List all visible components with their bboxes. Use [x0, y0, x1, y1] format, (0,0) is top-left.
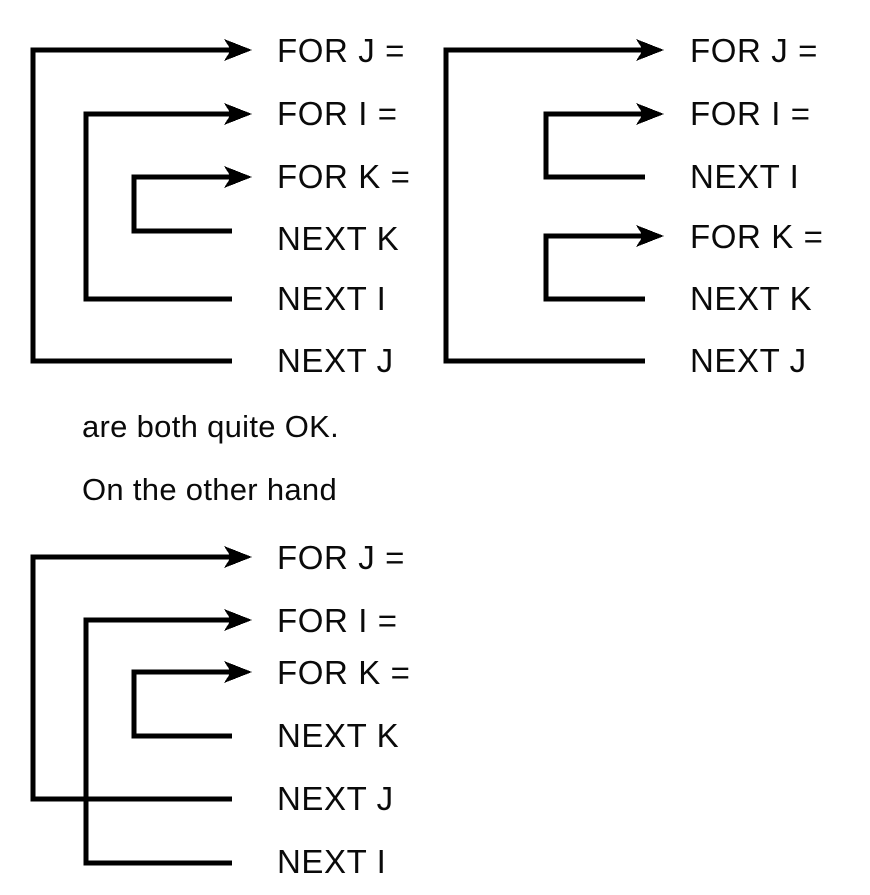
bracket-j-path — [30, 47, 236, 364]
code-line-top-right-4: NEXT K — [690, 280, 813, 317]
bracket-i-path — [83, 111, 236, 302]
arrowhead-i — [224, 609, 252, 631]
code-line-top-right-3: FOR K = — [690, 218, 824, 255]
diagram-bottom-left — [30, 546, 252, 866]
code-line-top-left-1: FOR I = — [277, 95, 398, 132]
arrowhead-k — [636, 225, 664, 247]
diagram-top-right — [443, 39, 664, 364]
code-line-bottom-left-5: NEXT I — [277, 843, 387, 880]
bracket-k — [131, 661, 252, 739]
bracket-k-path — [131, 669, 236, 739]
code-line-top-right-5: NEXT J — [690, 342, 807, 379]
bracket-j-path — [30, 554, 236, 802]
code-line-top-left-5: NEXT J — [277, 342, 394, 379]
code-line-top-right-0: FOR J = — [690, 32, 818, 69]
bracket-i-path — [83, 617, 236, 866]
bracket-k-path — [543, 233, 648, 302]
code-line-top-right-2: NEXT I — [690, 158, 800, 195]
code-line-bottom-left-0: FOR J = — [277, 539, 405, 576]
bracket-j-path — [443, 47, 648, 364]
bracket-i — [83, 609, 252, 866]
code-line-bottom-left-3: NEXT K — [277, 717, 400, 754]
bracket-k — [131, 166, 252, 234]
arrowhead-j — [224, 546, 252, 568]
bracket-j — [30, 546, 252, 802]
bracket-k-path — [131, 174, 236, 234]
arrowhead-k — [224, 166, 252, 188]
code-line-bottom-left-1: FOR I = — [277, 602, 398, 639]
arrowhead-k — [224, 661, 252, 683]
arrowhead-i — [636, 103, 664, 125]
bracket-i — [543, 103, 664, 180]
arrowhead-j — [224, 39, 252, 61]
bracket-k — [543, 225, 664, 302]
bracket-i — [83, 103, 252, 302]
code-line-top-left-0: FOR J = — [277, 32, 405, 69]
diagram-top-left — [30, 39, 252, 364]
code-line-bottom-left-4: NEXT J — [277, 780, 394, 817]
code-line-bottom-left-2: FOR K = — [277, 654, 411, 691]
code-line-top-left-4: NEXT I — [277, 280, 387, 317]
bracket-j — [443, 39, 664, 364]
prose-line-1: are both quite OK. — [82, 409, 340, 444]
arrowhead-j — [636, 39, 664, 61]
code-line-top-left-3: NEXT K — [277, 220, 400, 257]
bracket-j — [30, 39, 252, 364]
code-line-top-right-1: FOR I = — [690, 95, 811, 132]
prose-line-2: On the other hand — [82, 472, 338, 507]
arrowhead-i — [224, 103, 252, 125]
code-line-top-left-2: FOR K = — [277, 158, 411, 195]
bracket-i-path — [543, 111, 648, 180]
